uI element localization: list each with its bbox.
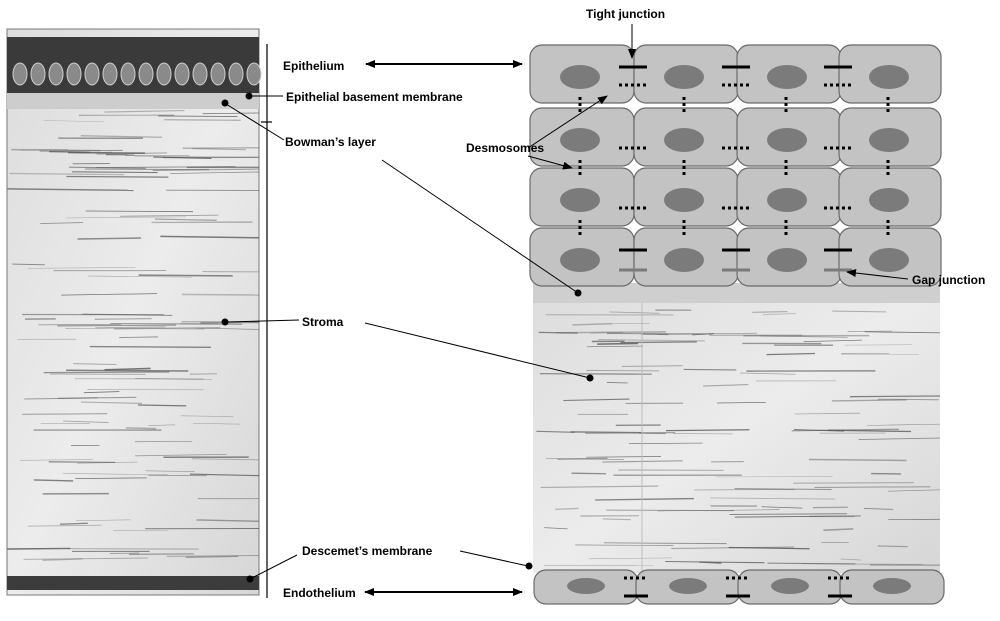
epithelial-cell-outline <box>193 63 207 85</box>
stroma-fiber <box>620 342 696 343</box>
nucleus <box>664 128 704 152</box>
endothelial-cells <box>534 570 944 604</box>
stroma-fiber <box>90 347 211 348</box>
stroma-fiber <box>182 294 259 295</box>
endothelial-nucleus <box>873 578 911 594</box>
stroma-dot-right <box>587 375 594 382</box>
stroma-fiber <box>44 372 170 373</box>
micrograph-frame <box>7 29 259 595</box>
nucleus <box>560 65 600 89</box>
nucleus <box>664 248 704 272</box>
stroma-fiber <box>585 433 675 434</box>
stroma-fiber <box>878 546 908 547</box>
stroma-fiber <box>49 462 115 463</box>
stroma-fiber <box>752 312 787 313</box>
stroma-fiber <box>164 120 240 121</box>
label-epithelial-basement-membrane: Epithelial basement membrane <box>286 90 463 104</box>
stroma-fiber <box>622 366 683 367</box>
stroma-fiber <box>540 374 652 375</box>
right-schematic <box>530 45 944 604</box>
nucleus <box>560 188 600 212</box>
stroma-fiber <box>572 473 606 474</box>
stroma-fiber <box>85 169 209 170</box>
label-stroma: Stroma <box>302 315 344 329</box>
epithelial-cell-outline <box>211 63 225 85</box>
stroma-fiber <box>597 343 638 344</box>
nucleus <box>664 188 704 212</box>
endothelial-nucleus <box>771 578 809 594</box>
stroma-fiber <box>139 275 233 276</box>
descemet-leader-right <box>460 551 528 566</box>
bowman-dot-right <box>575 290 582 297</box>
stroma-fiber <box>603 519 631 520</box>
nucleus <box>664 65 704 89</box>
stroma-fiber <box>66 370 188 371</box>
epithelial-cell-outline <box>85 63 99 85</box>
stroma-fiber <box>190 374 217 375</box>
stroma-dot-left <box>222 319 229 326</box>
label-epithelium: Epithelium <box>283 59 344 73</box>
stroma-fiber <box>126 428 156 429</box>
label-bowmans-layer: Bowman’s layer <box>285 135 376 149</box>
nucleus <box>869 248 909 272</box>
ebm-dot <box>246 93 253 100</box>
stroma-fiber <box>72 172 158 173</box>
stroma-fiber <box>57 325 176 326</box>
epithelial-cell-outline <box>229 63 243 85</box>
nucleus <box>560 248 600 272</box>
label-endothelium: Endothelium <box>283 586 356 600</box>
epithelial-cell-outline <box>157 63 171 85</box>
nucleus <box>560 128 600 152</box>
epithelial-cell-outline <box>121 63 135 85</box>
bowman-layer-band <box>7 93 259 109</box>
epithelial-cell-outline <box>49 63 63 85</box>
descemet-dot-left <box>247 576 254 583</box>
descemet-dot-right <box>526 563 533 570</box>
stroma-fiber <box>22 414 107 415</box>
epithelial-cell-outline <box>67 63 81 85</box>
endothelial-nucleus <box>567 578 605 594</box>
nucleus <box>767 188 807 212</box>
epithelial-cell-outline <box>31 63 45 85</box>
stroma-fiber <box>878 399 939 400</box>
nucleus <box>869 65 909 89</box>
endothelial-nucleus <box>669 578 707 594</box>
epithelial-cell-outline <box>103 63 117 85</box>
stroma-fiber <box>809 459 907 460</box>
stroma-fiber <box>694 489 794 490</box>
epithelial-cell-outline <box>13 63 27 85</box>
stroma-fiber <box>138 405 186 406</box>
left-micrograph <box>7 29 261 595</box>
label-tight-junction: Tight junction <box>586 7 665 21</box>
stroma-fiber <box>850 396 940 397</box>
bowman-dot-left <box>222 100 229 107</box>
label-descemets-membrane: Descemet’s membrane <box>302 544 433 558</box>
nucleus <box>767 128 807 152</box>
nucleus <box>767 65 807 89</box>
stroma-fiber <box>607 382 628 383</box>
stroma-fiber <box>66 176 168 177</box>
label-gap-junction: Gap junction <box>912 273 985 287</box>
stroma-photo <box>533 283 940 573</box>
epithelial-cell-outline <box>247 63 261 85</box>
label-desmosomes: Desmosomes <box>466 141 544 155</box>
stroma-fiber <box>7 548 70 549</box>
nucleus <box>869 128 909 152</box>
nucleus <box>869 188 909 212</box>
epithelial-cell-outline <box>139 63 153 85</box>
stroma-fiber <box>95 319 152 320</box>
stroma-fiber <box>78 238 142 239</box>
nucleus <box>767 248 807 272</box>
endothelium-band <box>7 576 259 590</box>
epithelial-cell-outline <box>175 63 189 85</box>
stroma-fiber <box>555 508 578 509</box>
